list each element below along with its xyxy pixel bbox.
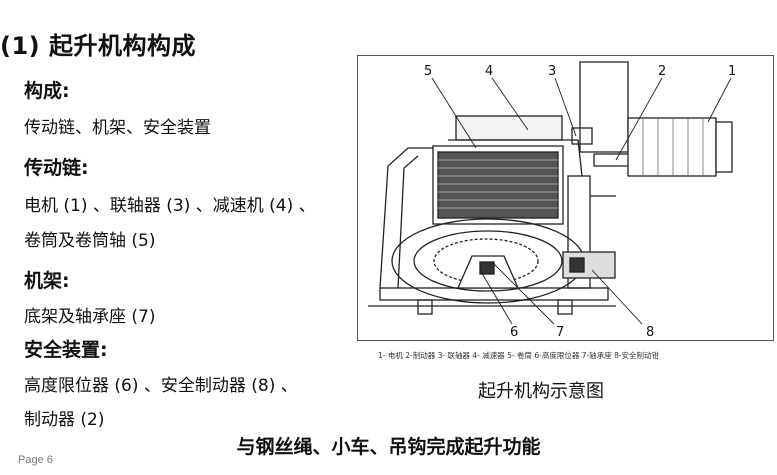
hoist-drawing: 5 4 3 2 1 6 7 8 (368, 61, 736, 340)
callout-8: 8 (646, 325, 654, 340)
safety-line-2: 制动器 (2) (24, 410, 105, 430)
callout-1: 1 (728, 64, 736, 79)
safety-line-1: 高度限位器 (6) 、安全制动器 (8) 、 (24, 376, 298, 396)
page-title: (1) 起升机构构成 (0, 32, 196, 60)
callout-6: 6 (510, 325, 518, 340)
callout-4: 4 (485, 64, 493, 79)
heading-drive-chain: 传动链: (24, 157, 89, 179)
callout-5: 5 (424, 64, 432, 79)
heading-composition: 构成: (24, 80, 70, 102)
callout-2: 2 (658, 64, 666, 79)
heading-frame: 机架: (24, 270, 70, 292)
composition-text: 传动链、机架、安全装置 (24, 118, 211, 138)
callout-3: 3 (548, 64, 556, 79)
drive-chain-line-2: 卷筒及卷筒轴 (5) (24, 231, 156, 251)
frame-text: 底架及轴承座 (7) (24, 307, 156, 327)
drive-chain-line-1: 电机 (1) 、联轴器 (3) 、减速机 (4) 、 (24, 196, 316, 216)
hoist-diagram: 5 4 3 2 1 6 7 8 (357, 55, 774, 341)
callout-7: 7 (556, 325, 564, 340)
page-number: Page 6 (18, 454, 53, 466)
figure-caption: 起升机构示意图 (478, 381, 604, 402)
heading-safety: 安全装置: (24, 339, 108, 361)
figure-legend: 1- 电机 2-制动器 3- 联轴器 4- 减速器 5- 卷筒 6-高度限位器 … (378, 351, 660, 360)
footer-statement: 与钢丝绳、小车、吊钩完成起升功能 (236, 436, 541, 458)
